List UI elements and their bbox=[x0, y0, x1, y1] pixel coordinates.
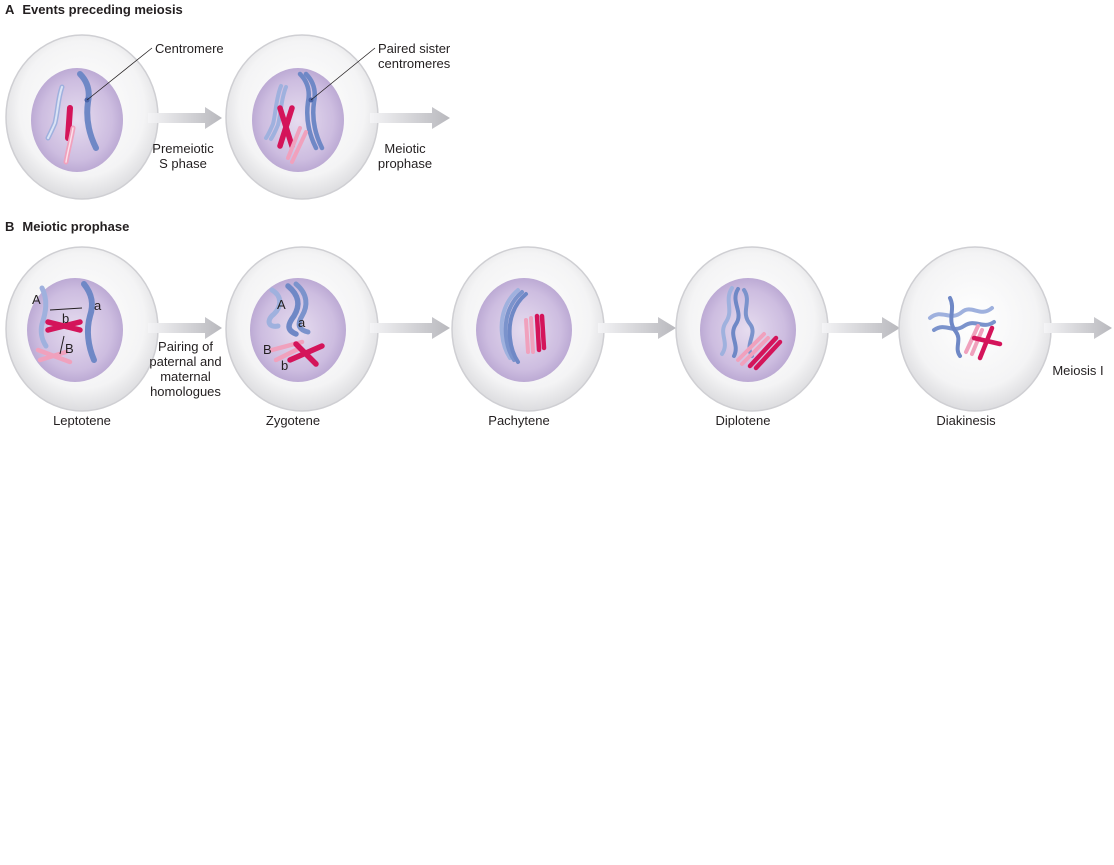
diak-blue-2 bbox=[932, 320, 996, 332]
zyg-magenta bbox=[287, 341, 325, 367]
arrow-premeiotic bbox=[148, 107, 222, 129]
marker-zyg-B: B bbox=[263, 342, 272, 357]
cell-diakinesis bbox=[898, 246, 1052, 412]
lep-pink bbox=[35, 347, 73, 365]
pach-pink bbox=[524, 316, 535, 354]
section-a-title: A Events preceding meiosis bbox=[5, 2, 183, 17]
diak-magenta bbox=[971, 325, 1003, 361]
marker-zyg-A: A bbox=[277, 297, 286, 312]
marker-zyg-a: a bbox=[298, 315, 306, 330]
section-b-title: B Meiotic prophase bbox=[5, 219, 129, 234]
stage-label-diplotene: Diplotene bbox=[715, 413, 771, 428]
callout-paired-sister-centromeres: Paired sister centromeres bbox=[378, 41, 451, 71]
lep-arrow-aa bbox=[49, 307, 83, 311]
cell-zygotene bbox=[225, 246, 379, 412]
pach-magenta bbox=[534, 313, 547, 353]
marker-lep-B: B bbox=[65, 341, 74, 356]
marker-lep-b: b bbox=[62, 311, 70, 326]
section-b-letter: B bbox=[5, 219, 15, 234]
chromosome-magenta-x bbox=[277, 105, 295, 149]
dipl-magenta bbox=[747, 335, 783, 371]
chromosome-light-blue-core bbox=[47, 86, 63, 139]
section-a-heading: Events preceding meiosis bbox=[22, 2, 183, 17]
arrow-zyg-pach bbox=[370, 317, 450, 339]
cell-zygotene-nucleus bbox=[250, 278, 346, 382]
cell-pachytene bbox=[451, 246, 605, 412]
cell-a1-nucleus bbox=[31, 68, 123, 172]
lep-light-blue bbox=[38, 285, 49, 349]
pach-blue-3 bbox=[507, 292, 528, 364]
section-b-heading: Meiotic prophase bbox=[22, 219, 130, 234]
arrow-dipl-diak bbox=[822, 317, 900, 339]
chromosome-blue-pair bbox=[297, 71, 319, 151]
cell-diplotene-nucleus bbox=[700, 278, 796, 382]
cell-a1 bbox=[5, 34, 159, 200]
lep-arrow-bb bbox=[59, 335, 65, 355]
label-meiosis-i: Meiosis I bbox=[1052, 363, 1104, 378]
stage-label-zygotene: Zygotene bbox=[265, 413, 321, 428]
diak-blue-1 bbox=[928, 306, 994, 320]
stage-label-pachytene: Pachytene bbox=[488, 413, 550, 428]
section-a-letter: A bbox=[5, 2, 15, 17]
chromosome-pink-core bbox=[65, 127, 74, 163]
marker-zyg-b: b bbox=[281, 358, 289, 373]
label-pairing-homologues: Pairing of paternal and maternal homolog… bbox=[149, 339, 222, 399]
marker-lep-a: a bbox=[94, 298, 102, 313]
pach-blue-2 bbox=[503, 290, 524, 362]
pach-blue-1 bbox=[499, 288, 520, 360]
chromosome-light-blue-pair-2 bbox=[269, 85, 288, 141]
dipl-blue-3 bbox=[731, 287, 741, 358]
marker-lep-A: A bbox=[32, 292, 41, 307]
centromere-leader-line bbox=[86, 47, 153, 101]
cell-a2-nucleus bbox=[252, 68, 344, 172]
cell-diplotene bbox=[675, 246, 829, 412]
cell-pachytene-nucleus bbox=[476, 278, 572, 382]
arrow-meiotic-prophase bbox=[370, 107, 450, 129]
dipl-pink bbox=[736, 332, 770, 366]
diak-blue-3 bbox=[948, 296, 962, 358]
chromosome-blue-pair-2 bbox=[303, 71, 325, 151]
chromosome-light-blue-pair bbox=[264, 84, 283, 140]
cell-leptotene bbox=[5, 246, 159, 412]
paired-centromere-leader-line bbox=[310, 47, 376, 101]
arrow-meiosis-i bbox=[1044, 317, 1112, 339]
stage-label-diakinesis: Diakinesis bbox=[936, 413, 996, 428]
chromosome-pink-x bbox=[286, 126, 308, 164]
lep-magenta bbox=[45, 319, 83, 333]
label-meiotic-prophase: Meiotic prophase bbox=[377, 141, 433, 171]
dipl-blue-1 bbox=[720, 286, 734, 356]
cell-a2 bbox=[225, 34, 379, 200]
lep-blue bbox=[81, 281, 97, 363]
arrow-pairing bbox=[148, 317, 222, 339]
zyg-blue bbox=[285, 283, 301, 337]
zyg-blue-2 bbox=[293, 281, 311, 335]
stage-label-leptotene: Leptotene bbox=[53, 413, 111, 428]
arrow-pach-dipl bbox=[598, 317, 676, 339]
callout-centromere: Centromere bbox=[155, 41, 224, 56]
zyg-light-blue bbox=[266, 287, 283, 329]
chromosome-magenta bbox=[65, 105, 73, 141]
label-premeiotic-s-phase: Premeiotic S phase bbox=[152, 141, 214, 171]
